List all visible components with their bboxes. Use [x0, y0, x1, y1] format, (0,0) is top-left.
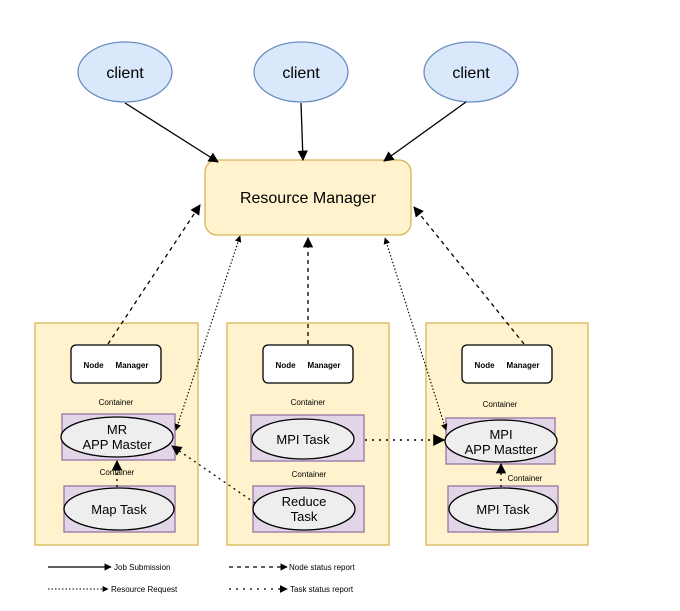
- client-3-label: client: [452, 65, 490, 82]
- legend-job-submission-label: Job Submission: [114, 563, 170, 572]
- job-submission-arrow-1: [124, 102, 219, 163]
- node-status-arrow-1: [107, 204, 201, 345]
- node-1-container-top-label: Container: [99, 398, 134, 407]
- job-submission-arrow-2: [297, 102, 308, 162]
- node-1-task-container: Map Task: [63, 485, 176, 533]
- legend-node-status-label: Node status report: [289, 563, 356, 572]
- client-2-label: client: [282, 65, 320, 82]
- resource-manager: Resource Manager: [204, 159, 412, 236]
- node-3-task-line-1: MPI Task: [476, 502, 530, 517]
- node-2-app-line-1: MPI Task: [276, 432, 330, 447]
- client-1: client: [77, 41, 173, 103]
- client-2: client: [253, 41, 349, 103]
- node-3-app-line-2: APP Mastter: [465, 442, 538, 457]
- resource-manager-label: Resource Manager: [240, 190, 377, 207]
- node-2-task-line-2: Task: [291, 509, 318, 524]
- node-3-task-container: MPI Task: [447, 485, 559, 533]
- node-2-container-top-label: Container: [291, 398, 326, 407]
- node-1-app-container: MR APP Master: [60, 413, 176, 461]
- node-3-app-line-1: MPI: [489, 427, 512, 442]
- legend: Job Submission Node status report Resour…: [48, 563, 356, 594]
- node-1-task-line-1: Map Task: [91, 502, 147, 517]
- node-2-task-container: Reduce Task: [252, 485, 365, 533]
- node-1-app-line-1: MR: [107, 422, 127, 437]
- client-1-label: client: [106, 65, 144, 82]
- legend-task-status-label: Task status report: [290, 585, 354, 594]
- node-1-container-mid-label: Container: [100, 468, 135, 477]
- node-2-task-line-1: Reduce: [282, 494, 327, 509]
- node-3-app-container: MPI APP Mastter: [444, 417, 558, 465]
- node-3-container-top-label: Container: [483, 400, 518, 409]
- client-3: client: [423, 41, 519, 103]
- node-2-container-mid-label: Container: [292, 470, 327, 479]
- resource-request-arrow-1: [174, 235, 242, 431]
- node-2-app-container: MPI Task: [250, 414, 365, 462]
- job-submission-arrow-3: [383, 101, 467, 162]
- node-3-container-mid-label: Container: [508, 474, 543, 483]
- node-status-arrow-3: [413, 206, 525, 345]
- legend-resource-request-label: Resource Request: [111, 585, 178, 594]
- node-1-app-line-2: APP Master: [82, 437, 152, 452]
